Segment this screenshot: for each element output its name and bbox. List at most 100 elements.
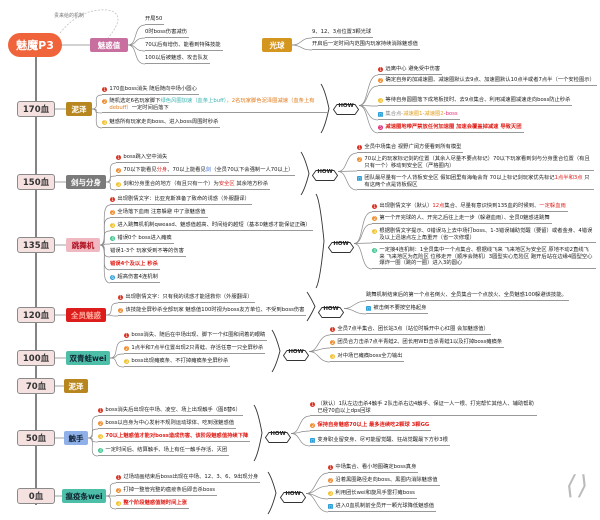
connector bbox=[290, 415, 311, 434]
phase-mechanic-1[interactable]: 剑与分身 bbox=[66, 175, 106, 189]
list-item: ▢集合点-减速圈1-减速圈2-boss bbox=[378, 111, 460, 120]
connector bbox=[337, 171, 358, 191]
phase-mechanic-0[interactable]: 泥泽 bbox=[66, 102, 92, 116]
how-node[interactable]: HOW bbox=[279, 488, 307, 503]
item-text: 9、12、3点位置3颗光球 bbox=[312, 29, 372, 35]
item-text: 团队最尽量有一个人背板安全区 假如团里有海龟会背 70以上标记剑玩家优先标记1点… bbox=[364, 175, 592, 188]
phase-mechanic-4[interactable]: 双青蛙wei bbox=[66, 351, 110, 365]
number-badge-icon: 4 bbox=[110, 235, 116, 241]
item-text-part: 集合点- bbox=[385, 111, 404, 117]
connector bbox=[109, 340, 125, 359]
item-text: 整个阶段魅惑值随时间上涨 bbox=[123, 500, 187, 506]
phase-hp-1[interactable]: 150血 bbox=[17, 174, 55, 190]
how-label: HOW bbox=[338, 102, 354, 109]
phase-hp-7[interactable]: 0血 bbox=[17, 488, 55, 504]
list-item: 9、12、3点位置3颗光球 bbox=[312, 29, 374, 38]
connector bbox=[353, 211, 373, 244]
how-node[interactable]: HOW bbox=[332, 100, 360, 115]
connector bbox=[87, 437, 99, 443]
item-text: 第一个开完球的人、开完之后往上走一步（躲避血雨）、全员0魅惑进跳舞 bbox=[379, 215, 550, 221]
branch-charm[interactable]: 魅惑值 bbox=[90, 38, 128, 52]
phase-hp-2[interactable]: 135血 bbox=[17, 237, 55, 253]
item-text: 集合点-减速圈1-减速圈2-boss bbox=[385, 111, 457, 118]
item-text-part: 集合、尽量有意识快到135血的时候到、 bbox=[444, 203, 540, 209]
phase-mechanic-2[interactable]: 跳舞机 bbox=[66, 238, 100, 252]
hexagon-shape bbox=[327, 242, 355, 253]
item-text: 被击倒不要按空格起身 bbox=[373, 305, 427, 311]
connector bbox=[99, 217, 111, 246]
item-text-part: 剑和分身重合的地方（有且只有一个）为 bbox=[123, 181, 219, 187]
phase-mechanic-3[interactable]: 全员魅惑 bbox=[66, 308, 106, 322]
connector bbox=[105, 162, 117, 183]
how-node[interactable]: HOW bbox=[264, 428, 292, 443]
number-badge-icon: 3 bbox=[328, 490, 334, 496]
connector bbox=[343, 300, 367, 309]
how-node[interactable]: HOW bbox=[311, 166, 339, 181]
phase-mechanic-6[interactable]: 触手 bbox=[64, 431, 88, 445]
connector bbox=[267, 471, 277, 515]
item-text: 变身职业留变身、尽可能留觉醒、狂战觉醒最下方秒3根 bbox=[317, 437, 448, 443]
number-badge-icon: 2 bbox=[124, 345, 130, 351]
phase-hp-4[interactable]: 100血 bbox=[17, 350, 55, 366]
item-text: 剑和分身重合的地方（有且只有一个）为安全区 其余地方秒杀 bbox=[123, 181, 268, 188]
phase-hp-3[interactable]: 120血 bbox=[17, 307, 55, 323]
phase-hp-5[interactable]: 70血 bbox=[17, 378, 55, 394]
number-badge-icon: 1 bbox=[102, 86, 108, 92]
connector bbox=[91, 108, 103, 114]
phase-hp-0[interactable]: 170血 bbox=[17, 101, 55, 117]
item-text: 全场落下血雨 注意躲避 中了涨魅惑值 bbox=[117, 209, 206, 215]
number-badge-icon: 3 bbox=[378, 97, 384, 103]
item-text-part: 分身 bbox=[156, 167, 168, 173]
number-badge-icon: 5 bbox=[378, 124, 384, 130]
number-badge-icon: 2 bbox=[357, 156, 363, 162]
number-badge-icon: 4 bbox=[98, 447, 104, 453]
item-text: 全员7点半集合、团长站3点（站位时躲开中心红圈 会加魅惑值） bbox=[337, 326, 489, 332]
root-node[interactable]: 魅魔P3 bbox=[8, 33, 62, 57]
how-label: HOW bbox=[317, 168, 333, 175]
item-text-part: ，2名玩家脚色泥泽圈减速（血条上有debuff） bbox=[109, 98, 315, 111]
item-text-part: 减速圈1 bbox=[403, 111, 423, 117]
info-icon: ▢ bbox=[357, 175, 363, 181]
item-text: 中场集合、看小地图确定boss真身 bbox=[335, 464, 417, 470]
item-text-part: 70以下能看见 bbox=[123, 167, 157, 173]
number-badge-icon: 2 bbox=[102, 98, 108, 104]
connector bbox=[105, 175, 117, 183]
branch-orb[interactable]: 光球 bbox=[262, 38, 292, 52]
item-text: 保持自身魅惑70以上 最多连续吃2颗球 3颗GG bbox=[317, 422, 430, 428]
number-badge-icon: 3 bbox=[116, 500, 122, 506]
phase-hp-6[interactable]: 50血 bbox=[17, 430, 55, 446]
connector bbox=[305, 493, 329, 513]
connector bbox=[343, 308, 367, 315]
phase-mechanic-7[interactable]: 瘟疫条wei bbox=[62, 489, 106, 503]
item-text: 利用团长wei和旋风手雷打瘫boss bbox=[335, 490, 415, 496]
connector bbox=[105, 314, 119, 317]
how-node[interactable]: HOW bbox=[282, 346, 310, 361]
info-icon: ▢ bbox=[378, 111, 384, 117]
item-text: boss消失后出现在中场、凌空、场上出现触手（图8替6） bbox=[105, 407, 241, 413]
how-node[interactable]: HOW bbox=[317, 303, 345, 318]
phase-mechanic-5[interactable]: 泥泽 bbox=[64, 379, 88, 393]
connector bbox=[87, 415, 99, 439]
number-badge-icon: 1 bbox=[357, 144, 363, 150]
connector bbox=[99, 244, 111, 271]
item-text: 70以上的玩家标记剑的位置（其余人尽量不要点标记）70以下玩家看到剑与分身重合位… bbox=[364, 156, 590, 169]
how-node[interactable]: HOW bbox=[327, 238, 355, 253]
item-text: 根据剧情文字提示、0错误马上去中场打boss、1-3错误辅助觉醒（要留）或者金身… bbox=[379, 228, 593, 241]
info-icon: ▢ bbox=[328, 503, 334, 509]
item-text: 超高伤害4连机制 bbox=[117, 274, 158, 280]
